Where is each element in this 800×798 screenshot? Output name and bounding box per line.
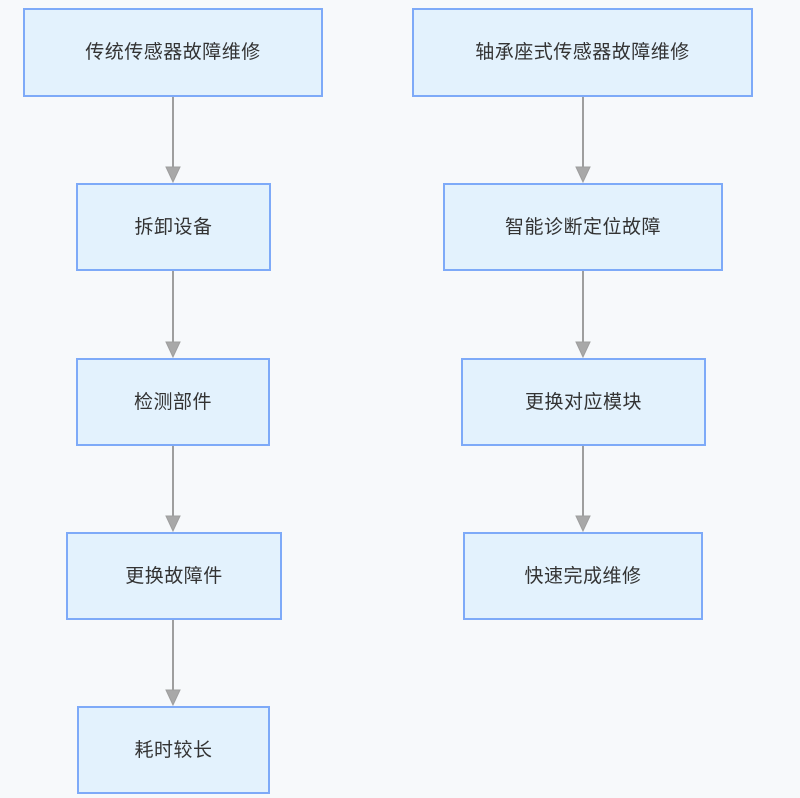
node-fast-repair-complete[interactable]: 快速完成维修 [463,532,703,620]
node-label: 耗时较长 [134,738,213,761]
node-label: 传统传感器故障维修 [85,41,261,64]
edge-b3-to-b4 [573,446,593,533]
node-replace-module[interactable]: 更换对应模块 [461,358,706,446]
node-time-consuming[interactable]: 耗时较长 [77,706,270,794]
edge-t4-to-t5 [163,620,183,707]
node-label: 检测部件 [133,390,212,413]
node-label: 更换对应模块 [524,390,642,413]
node-traditional-repair[interactable]: 传统传感器故障维修 [23,8,323,97]
node-label: 轴承座式传感器故障维修 [475,41,690,64]
edge-b2-to-b3 [573,271,593,359]
node-inspect-components[interactable]: 检测部件 [76,358,270,446]
node-label: 快速完成维修 [524,564,642,587]
node-label: 智能诊断定位故障 [504,215,661,238]
node-disassemble-equipment[interactable]: 拆卸设备 [76,183,271,271]
node-smart-diagnosis[interactable]: 智能诊断定位故障 [443,183,723,271]
node-bearing-seat-repair[interactable]: 轴承座式传感器故障维修 [412,8,753,97]
edge-b1-to-b2 [573,97,593,184]
edge-t3-to-t4 [163,446,183,533]
node-replace-faulty-part[interactable]: 更换故障件 [66,532,282,620]
edge-t2-to-t3 [163,271,183,359]
edge-t1-to-t2 [163,97,183,184]
node-label: 拆卸设备 [134,215,213,238]
node-label: 更换故障件 [125,564,223,587]
